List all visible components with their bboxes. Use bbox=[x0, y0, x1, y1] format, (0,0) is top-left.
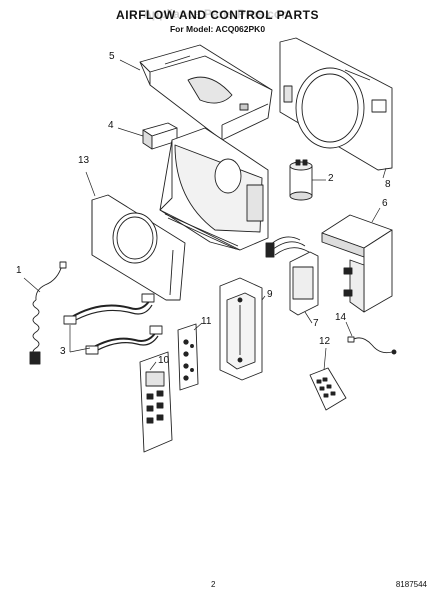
leader-7 bbox=[304, 311, 313, 324]
part-3-wire-harness bbox=[63, 293, 163, 355]
document-number: 8187544 bbox=[395, 580, 427, 589]
callout-5: 5 bbox=[109, 51, 115, 62]
callout-13: 13 bbox=[78, 155, 90, 166]
callout-7: 7 bbox=[313, 318, 319, 329]
callout-10: 10 bbox=[158, 355, 170, 366]
part-14-sensor bbox=[347, 336, 397, 355]
callout-11: 11 bbox=[201, 316, 212, 327]
part-11-button-board bbox=[177, 323, 199, 391]
leader-6 bbox=[371, 207, 381, 223]
leader-1 bbox=[23, 277, 41, 293]
callout-8: 8 bbox=[385, 179, 391, 190]
leader-12 bbox=[323, 347, 327, 371]
callout-12: 12 bbox=[319, 336, 331, 347]
part-10-control-panel bbox=[139, 351, 173, 453]
leader-4 bbox=[117, 127, 144, 137]
callout-2: 2 bbox=[328, 173, 334, 184]
leader-8 bbox=[382, 167, 387, 179]
leader-lines bbox=[23, 59, 387, 371]
leader-11 bbox=[193, 322, 203, 331]
callout-1: 1 bbox=[16, 265, 22, 276]
part-4-bracket bbox=[142, 122, 178, 150]
part-6-control-cover bbox=[321, 214, 393, 313]
leader-5 bbox=[119, 59, 141, 71]
part-8-rear-shroud bbox=[279, 37, 393, 171]
page-subtitle: For Model: ACQ062PK0 bbox=[169, 24, 266, 34]
callout-9: 9 bbox=[267, 289, 273, 300]
watermark: Appliance Parts Pros.com bbox=[143, 7, 292, 21]
part-7-control-board bbox=[265, 236, 319, 316]
page-number: 2 bbox=[211, 580, 216, 589]
part-12-remote-control bbox=[309, 367, 347, 411]
callout-4: 4 bbox=[108, 120, 114, 131]
callout-3: 3 bbox=[60, 346, 66, 357]
callout-6: 6 bbox=[382, 198, 388, 209]
leader-14 bbox=[345, 321, 353, 337]
blower-housing bbox=[159, 127, 269, 251]
part-9-mounting-bracket bbox=[219, 277, 263, 381]
part-13-front-shroud bbox=[91, 194, 186, 301]
part-5-air-duct-top bbox=[139, 44, 273, 141]
leader-9 bbox=[261, 295, 266, 301]
part-1-power-cord bbox=[29, 261, 67, 365]
leader-3 bbox=[69, 347, 91, 353]
leader-10 bbox=[149, 361, 157, 371]
callout-14: 14 bbox=[335, 312, 347, 323]
page-title: AIRFLOW AND CONTROL PARTS bbox=[116, 8, 319, 22]
part-2-capacitor bbox=[289, 159, 313, 201]
leader-13 bbox=[85, 171, 96, 197]
